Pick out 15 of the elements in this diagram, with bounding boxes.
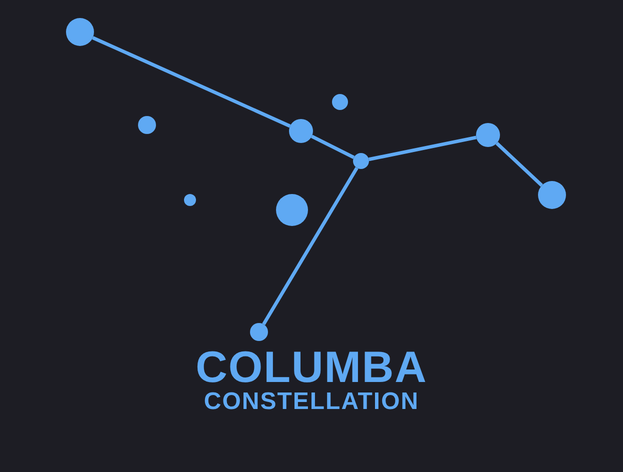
star-dot xyxy=(184,194,196,206)
star-dot xyxy=(289,119,313,143)
constellation-line xyxy=(262,166,358,326)
star-dot xyxy=(276,194,308,226)
constellation-line xyxy=(496,142,543,187)
star-dot xyxy=(538,181,566,209)
star-dot xyxy=(353,153,369,169)
star-dot xyxy=(66,18,94,46)
constellation-line xyxy=(368,136,477,162)
star-dot xyxy=(332,94,348,110)
constellation-line xyxy=(310,134,355,159)
star-dot xyxy=(476,123,500,147)
star-dot xyxy=(138,116,156,134)
constellation-line xyxy=(92,36,291,128)
star-dot xyxy=(250,323,268,341)
